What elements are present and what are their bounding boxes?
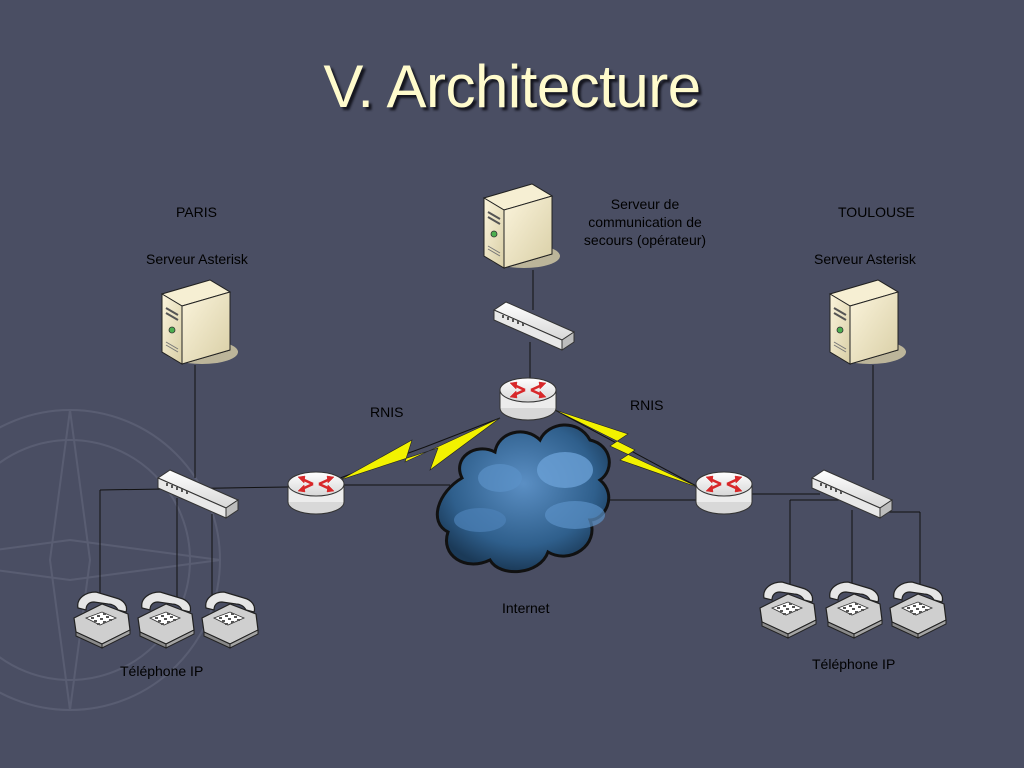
toulouse-server-icon[interactable] — [829, 279, 907, 365]
isdn-left-label: RNIS — [370, 404, 404, 420]
paris-city-label: PARIS — [176, 204, 217, 220]
paris-phone-3-icon[interactable] — [201, 591, 259, 649]
paris-server-label: Serveur Asterisk — [146, 251, 248, 267]
paris-phone-1-icon[interactable] — [73, 591, 131, 649]
toulouse-phone-3-icon[interactable] — [889, 581, 947, 639]
backup-label-line2: communication de — [588, 214, 702, 230]
toulouse-city-label: TOULOUSE — [838, 204, 915, 220]
compass-watermark-icon — [0, 409, 221, 711]
paris-server-icon[interactable] — [161, 279, 239, 365]
slide-title: V. Architecture — [323, 53, 701, 120]
backup-switch-icon[interactable] — [493, 301, 575, 351]
isdn-right-label: RNIS — [630, 397, 664, 413]
cloud-icon — [435, 423, 611, 574]
toulouse-router-icon[interactable] — [694, 470, 754, 516]
paris-phones-label: Téléphone IP — [120, 663, 204, 679]
backup-label-line3: secours (opérateur) — [583, 232, 707, 248]
backup-server-icon[interactable] — [483, 183, 561, 269]
toulouse-phone-1-icon[interactable] — [759, 581, 817, 639]
toulouse-phone-2-icon[interactable] — [825, 581, 883, 639]
paris-router-icon[interactable] — [286, 470, 346, 516]
toulouse-server-label: Serveur Asterisk — [814, 251, 916, 267]
toulouse-phones-label: Téléphone IP — [812, 656, 896, 672]
paris-phone-2-icon[interactable] — [137, 591, 195, 649]
backup-router-icon[interactable] — [498, 376, 558, 422]
backup-label-line1: Serveur de — [610, 196, 680, 212]
lightning-icon — [339, 409, 701, 489]
internet-label: Internet — [502, 600, 550, 616]
